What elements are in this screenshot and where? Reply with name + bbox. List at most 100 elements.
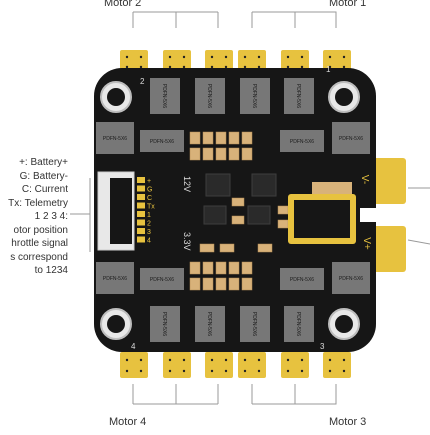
capacitor: [277, 219, 289, 229]
mosfet-marking: PDFN-5X6: [103, 136, 127, 142]
capacitor: [202, 277, 214, 291]
corner-number-2: 2: [140, 77, 145, 86]
ic-driver: [251, 173, 277, 197]
mosfet: [195, 306, 225, 342]
corner-number-3: 3: [320, 342, 325, 351]
mosfet-marking: PDFN-5X6: [290, 277, 314, 283]
connector-leader: [70, 178, 91, 252]
mosfet: [150, 306, 180, 342]
mosfet: [332, 122, 370, 154]
signal-pad-label: 3: [147, 229, 151, 236]
pad-dots: [125, 55, 346, 373]
legend-line: otor position: [13, 224, 68, 236]
pcb-notch: [360, 208, 382, 222]
vplus-label: V+: [360, 237, 372, 250]
motor-pads-bottom: [120, 352, 351, 378]
signal-pad: [137, 236, 145, 243]
signal-pad-label: Tx: [147, 204, 155, 211]
capacitor: [228, 261, 240, 275]
vminus-pad: [370, 158, 406, 204]
capacitor: [241, 131, 253, 145]
signal-pad: [137, 194, 145, 200]
signal-pad-label: G: [147, 187, 152, 194]
signal-pad: [137, 185, 145, 192]
mosfet: [96, 262, 134, 294]
mosfet-marking: PDFN-5X6: [251, 312, 257, 336]
mosfet: [150, 78, 180, 114]
leader-lines: [70, 11, 430, 405]
capacitor: [219, 243, 235, 253]
capacitor: [189, 277, 201, 291]
capacitor: [257, 243, 273, 253]
corner-number-1: 1: [326, 65, 331, 74]
motor3-leader: [251, 384, 337, 405]
legend-line: 1 2 3 4:: [34, 211, 68, 222]
mounting-holes: [100, 81, 360, 340]
ics: [203, 173, 277, 225]
capacitor: [202, 261, 214, 275]
motor1-leader: [251, 11, 337, 28]
signal-pad: [137, 228, 145, 234]
mosfet: [280, 130, 324, 152]
vplus-pad: [370, 226, 406, 272]
mosfet: [284, 78, 314, 114]
legend-line: G: Battery-: [19, 170, 68, 182]
pad-m3-b: [281, 352, 309, 378]
mosfet-marking: PDFN-5X6: [103, 276, 127, 282]
legend-line: to 1234: [34, 265, 68, 276]
pin-legend: +: Battery+ G: Battery- C: Current Tx: T…: [0, 156, 68, 278]
motor1-label: Motor 1: [329, 0, 367, 9]
capacitor: [215, 261, 227, 275]
pad-m4-b: [163, 352, 191, 378]
capacitor: [231, 215, 245, 225]
mosfet-marking: PDFN-5X6: [161, 84, 167, 108]
mosfet: [332, 262, 370, 294]
ic-12v-regulator: [205, 173, 231, 197]
legend-line: Tx: Telemetry: [8, 197, 68, 209]
mosfet: [280, 268, 324, 290]
legend-line: s correspond: [10, 251, 68, 263]
signal-pad-label: +: [147, 178, 151, 185]
motor2-leader: [132, 11, 219, 28]
legend-line: C: Current: [21, 184, 68, 195]
signal-connector: [97, 171, 135, 251]
signal-pad-label: C: [147, 195, 152, 202]
mosfet-marking: PDFN-5X6: [161, 312, 167, 336]
signal-pad: [137, 177, 145, 183]
power-pads: [370, 158, 406, 272]
capacitor: [215, 277, 227, 291]
reg-33v-label: 3.3V: [182, 232, 192, 251]
capacitor: [189, 131, 201, 145]
mosfet: [240, 306, 270, 342]
signal-pad: [137, 211, 145, 217]
pad-m4-c: [205, 352, 233, 378]
signal-pad: [137, 202, 145, 209]
capacitor: [202, 147, 214, 161]
capacitor: [228, 147, 240, 161]
signal-pad: [137, 219, 145, 226]
capacitor: [277, 205, 289, 215]
mosfet: [140, 130, 184, 152]
vplus-leader: [407, 239, 430, 245]
capacitor: [241, 261, 253, 275]
capacitor-group: [189, 131, 289, 291]
mosfet-marking: PDFN-5X6: [339, 276, 363, 282]
pad-m3-a: [238, 352, 266, 378]
capacitor: [231, 197, 245, 207]
vminus-label: V-: [359, 174, 371, 185]
pad-m4-a: [120, 352, 148, 378]
mosfet-marking: PDFN-5X6: [295, 312, 301, 336]
legend-line: hrottle signal: [11, 238, 68, 249]
signal-pad-label: 4: [147, 238, 151, 245]
mosfet-marking: PDFN-5X6: [295, 84, 301, 108]
mosfet: [240, 78, 270, 114]
mosfet: [96, 122, 134, 154]
capacitor: [199, 243, 215, 253]
mosfet-marking: PDFN-5X6: [206, 84, 212, 108]
signal-pad-label: 2: [147, 221, 151, 228]
mosfet-marking: PDFN-5X6: [206, 312, 212, 336]
